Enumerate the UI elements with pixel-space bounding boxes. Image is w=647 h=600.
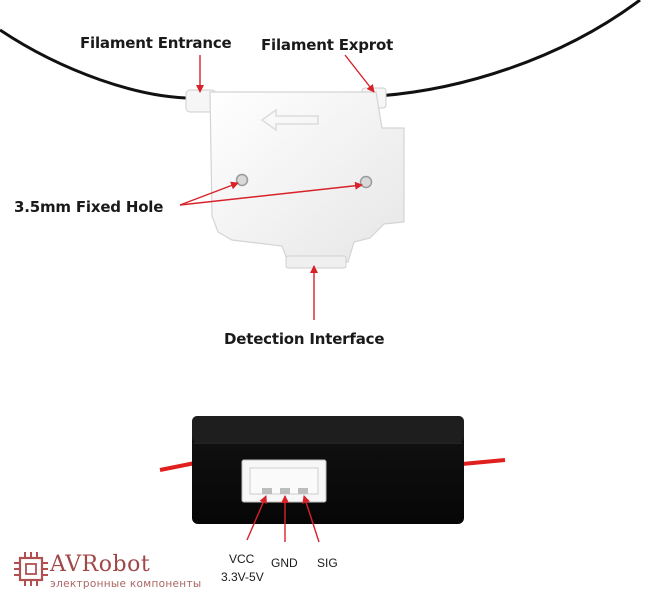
sensor-housing (185, 87, 405, 269)
label-detection-interface: Detection Interface (224, 330, 385, 348)
brand-tagline: электронные компоненты (50, 578, 202, 590)
pin-label-sig: SIG (317, 556, 338, 570)
leader-lines-top (179, 54, 375, 320)
brand-name: AVRobot (50, 552, 151, 577)
sensor-connector-view (159, 416, 506, 524)
chip-icon (14, 552, 48, 586)
pin-label-vcc: VCC (229, 552, 255, 566)
pin-label-gnd: GND (271, 556, 298, 570)
filament-tube (0, 0, 641, 100)
fixed-hole-right (359, 175, 373, 189)
label-filament-export: Filament Exprot (261, 36, 394, 54)
fixed-hole-left (235, 173, 249, 187)
label-fixed-hole: 3.5mm Fixed Hole (14, 198, 164, 216)
pin-label-voltage: 3.3V-5V (221, 570, 264, 584)
label-filament-entrance: Filament Entrance (80, 34, 232, 52)
leader-lines-pins (246, 495, 320, 543)
